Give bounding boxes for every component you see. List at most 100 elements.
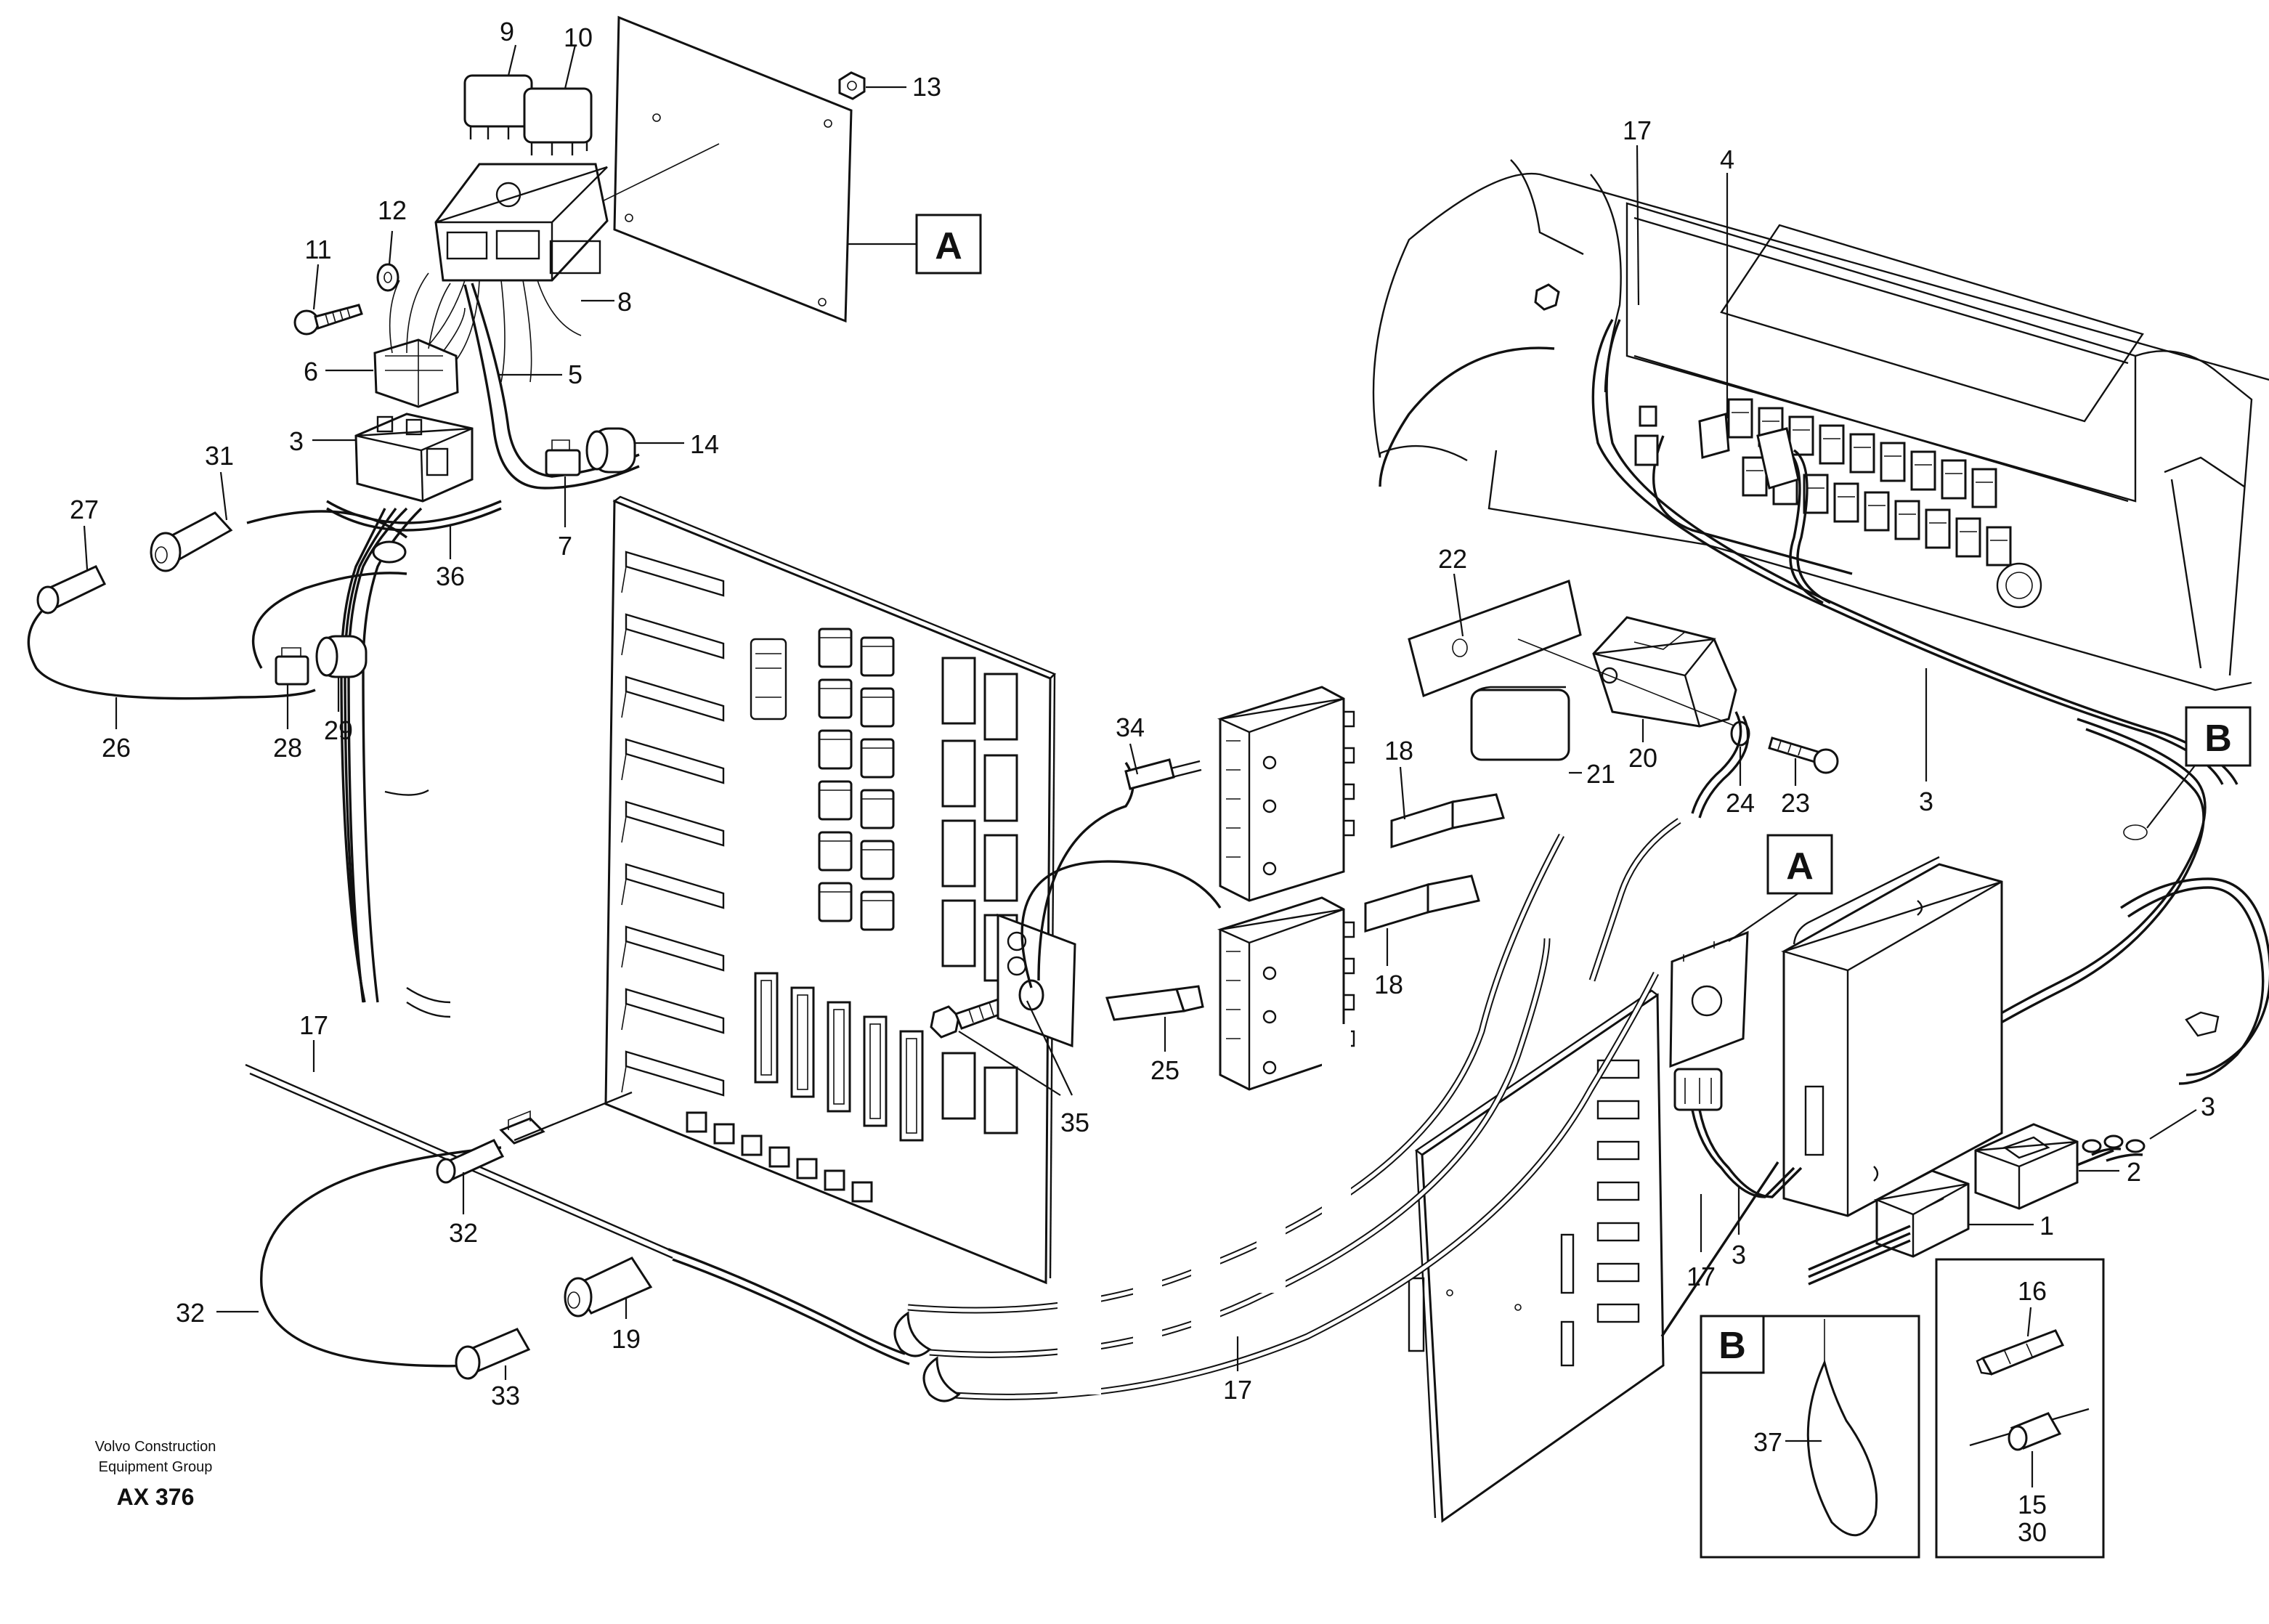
cable-break-gap	[1058, 1024, 1351, 1394]
board-slot	[625, 988, 725, 1034]
board-chip	[686, 1111, 707, 1133]
terminal-34	[1124, 758, 1202, 790]
callout-22: 22	[1438, 544, 1467, 574]
dash-switch	[1971, 468, 1997, 508]
board-module	[941, 657, 976, 725]
callout-7: 7	[558, 531, 572, 561]
connector-18-lower	[1364, 874, 1480, 933]
dash-switch	[1788, 415, 1814, 456]
dashboard-panel	[1372, 159, 2269, 691]
terminal-16	[1976, 1329, 2065, 1376]
module-bracket	[1669, 930, 1749, 1068]
callout-14: 14	[690, 429, 719, 459]
callout-3-right: 3	[2201, 1092, 2215, 1121]
lower-board-slot	[1596, 1222, 1640, 1242]
connector-4-dash	[1698, 413, 1800, 490]
detail-panel-b	[1700, 1315, 1920, 1559]
callout-35: 35	[1060, 1108, 1089, 1137]
ref-label-a-top: A	[935, 225, 962, 267]
callout-24: 24	[1726, 788, 1755, 818]
lower-circuit-board	[1408, 989, 1665, 1523]
callout-32-left: 32	[176, 1298, 205, 1328]
callout-4: 4	[1720, 145, 1734, 174]
callout-3-lower: 3	[1732, 1240, 1746, 1270]
board-module	[983, 834, 1018, 902]
connector-25	[1105, 985, 1204, 1021]
callout-29: 29	[324, 715, 353, 745]
connector-15	[1969, 1408, 2090, 1451]
dash-switch	[1819, 424, 1845, 465]
connector-28	[275, 647, 309, 686]
document-id: AX 376	[117, 1484, 195, 1510]
board-slot	[625, 863, 725, 909]
callout-27: 27	[70, 495, 99, 524]
callout-16: 16	[2018, 1276, 2047, 1306]
screw-23	[1768, 736, 1839, 774]
callout-36: 36	[436, 561, 465, 591]
ref-label-b-detail: B	[1718, 1325, 1746, 1367]
callout-1: 1	[2039, 1211, 2054, 1241]
relay-9	[463, 74, 533, 139]
board-relay	[818, 780, 853, 821]
callout-10: 10	[564, 23, 593, 52]
callout-26: 26	[102, 733, 131, 763]
callout-13: 13	[912, 72, 941, 102]
callout-2: 2	[2127, 1157, 2141, 1187]
bolt-dash	[1534, 283, 1560, 311]
board-connector	[899, 1030, 924, 1142]
callout-18-lower: 18	[1374, 970, 1403, 999]
callout-34: 34	[1116, 712, 1145, 742]
dash-switch	[1925, 508, 1951, 549]
connector-6	[373, 272, 466, 408]
callout-9: 9	[500, 17, 514, 46]
callout-23: 23	[1781, 788, 1810, 818]
board-relay	[860, 840, 895, 880]
connector-3-housing	[354, 413, 474, 503]
terminal-block-upper	[1217, 686, 1355, 902]
dash-switch	[1880, 442, 1906, 482]
callout-18-upper: 18	[1384, 736, 1413, 766]
dash-switch	[1833, 482, 1859, 523]
board-relay	[860, 890, 895, 931]
callout-32-upper: 32	[449, 1218, 478, 1248]
plug-32	[436, 1139, 505, 1184]
relay-21	[1470, 686, 1570, 761]
board-chip	[851, 1181, 873, 1203]
terminal-block-lower	[1217, 896, 1355, 1091]
screw-11	[293, 304, 363, 336]
callout-17-dash: 17	[1623, 115, 1652, 145]
board-module	[941, 739, 976, 808]
board-connector	[790, 986, 815, 1098]
callout-30: 30	[2018, 1517, 2047, 1547]
callout-3-dash: 3	[1919, 787, 1933, 816]
board-connector	[754, 972, 779, 1084]
callout-19: 19	[612, 1324, 641, 1354]
board-module	[941, 1052, 976, 1120]
callout-6: 6	[304, 357, 318, 386]
ref-box-a-mid	[1728, 834, 1833, 942]
board-slot	[625, 925, 725, 972]
relay-holder-20	[1592, 616, 1737, 728]
callout-33: 33	[491, 1381, 520, 1410]
plug-19	[564, 1256, 653, 1318]
board-chip	[824, 1169, 845, 1191]
board-connector	[827, 1001, 851, 1113]
board-chip	[741, 1134, 763, 1156]
board-slot	[625, 1050, 725, 1097]
callout-21: 21	[1586, 759, 1615, 789]
callout-5: 5	[568, 360, 583, 389]
board-relay	[860, 636, 895, 677]
callout-20: 20	[1628, 743, 1657, 773]
main-circuit-board	[604, 495, 1057, 1285]
ref-label-a-mid: A	[1786, 845, 1814, 888]
credit-line-1: Volvo Construction	[95, 1439, 216, 1455]
board-slot	[625, 800, 725, 847]
board-module	[983, 1066, 1018, 1134]
relay-socket-8	[421, 163, 609, 383]
board-module	[941, 899, 976, 967]
dash-switch	[1986, 526, 2012, 567]
connector-1	[1873, 1169, 1970, 1258]
connector-29	[315, 635, 368, 678]
connector-3-lower	[1673, 1068, 1723, 1111]
